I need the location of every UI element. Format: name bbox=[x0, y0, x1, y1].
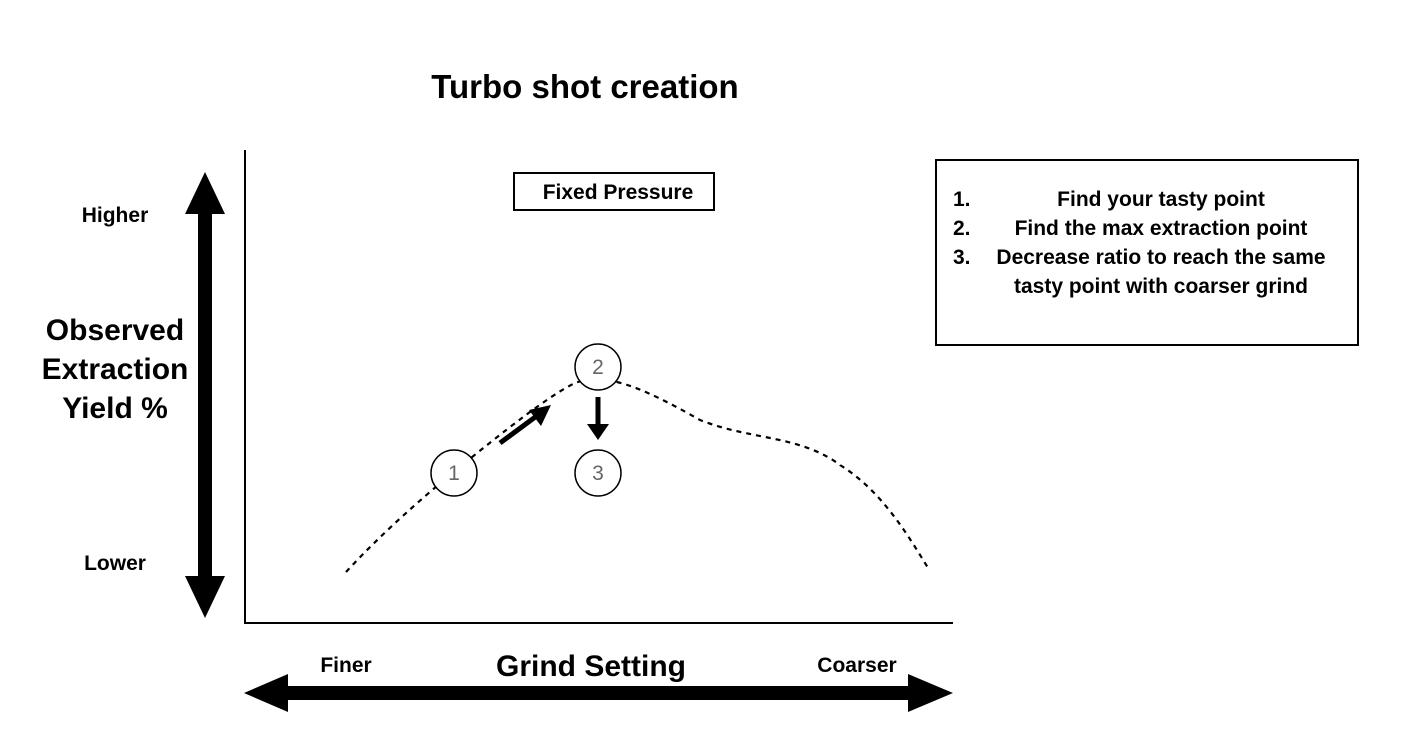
fixed-pressure-box: Fixed Pressure bbox=[513, 172, 715, 211]
step-2: 2. Find the max extraction point bbox=[937, 214, 1357, 243]
steps-box: 1. Find your tasty point 2. Find the max… bbox=[935, 159, 1359, 346]
step-1: 1. Find your tasty point bbox=[937, 185, 1357, 214]
diagonal-arrow bbox=[498, 405, 551, 446]
y-axis-title-line-3: Yield % bbox=[62, 392, 168, 425]
step-1-text: Find your tasty point bbox=[1057, 188, 1265, 211]
step-2-text: Find the max extraction point bbox=[1014, 217, 1308, 240]
y-axis-high-label: Higher bbox=[82, 204, 149, 227]
step-3-number: 3. bbox=[953, 246, 971, 269]
point-3-label: 3 bbox=[592, 462, 604, 485]
x-axis-right-label: Coarser bbox=[817, 654, 896, 677]
diagram-title: Turbo shot creation bbox=[431, 68, 738, 105]
point-2-marker: 2 bbox=[574, 343, 622, 391]
x-axis-left-label: Finer bbox=[320, 654, 371, 677]
point-2-label: 2 bbox=[592, 356, 604, 379]
y-axis-title-line-2: Extraction bbox=[42, 353, 189, 386]
step-2-number: 2. bbox=[953, 217, 971, 240]
step-3-text: Decrease ratio to reach the same tasty p… bbox=[996, 246, 1326, 298]
x-axis-title: Grind Setting bbox=[496, 650, 686, 683]
point-3-marker: 3 bbox=[574, 449, 622, 497]
point-1-label: 1 bbox=[448, 462, 460, 485]
point-1-marker: 1 bbox=[430, 449, 478, 497]
fixed-pressure-label: Fixed Pressure bbox=[543, 181, 694, 204]
step-3: 3. Decrease ratio to reach the same tast… bbox=[937, 243, 1357, 301]
y-axis-double-arrow bbox=[185, 172, 225, 618]
step-1-number: 1. bbox=[953, 188, 971, 211]
y-axis-title-line-1: Observed bbox=[46, 314, 184, 347]
down-arrow bbox=[587, 397, 609, 440]
y-axis-low-label: Lower bbox=[84, 552, 146, 575]
x-axis-double-arrow bbox=[244, 674, 953, 712]
